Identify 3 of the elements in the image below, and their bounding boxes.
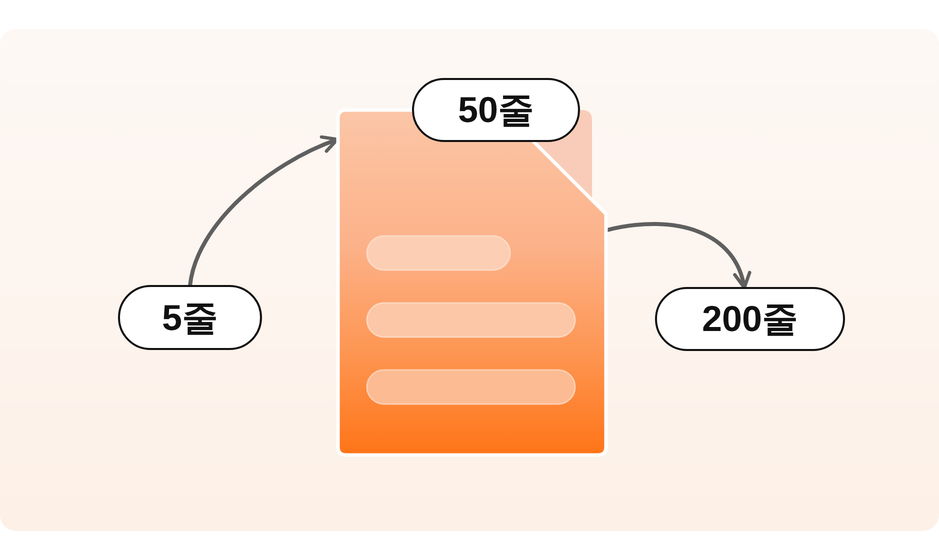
pill-label: 200줄 <box>655 287 845 351</box>
pill-label: 5줄 <box>118 285 262 350</box>
pill-label: 50줄 <box>412 78 580 142</box>
